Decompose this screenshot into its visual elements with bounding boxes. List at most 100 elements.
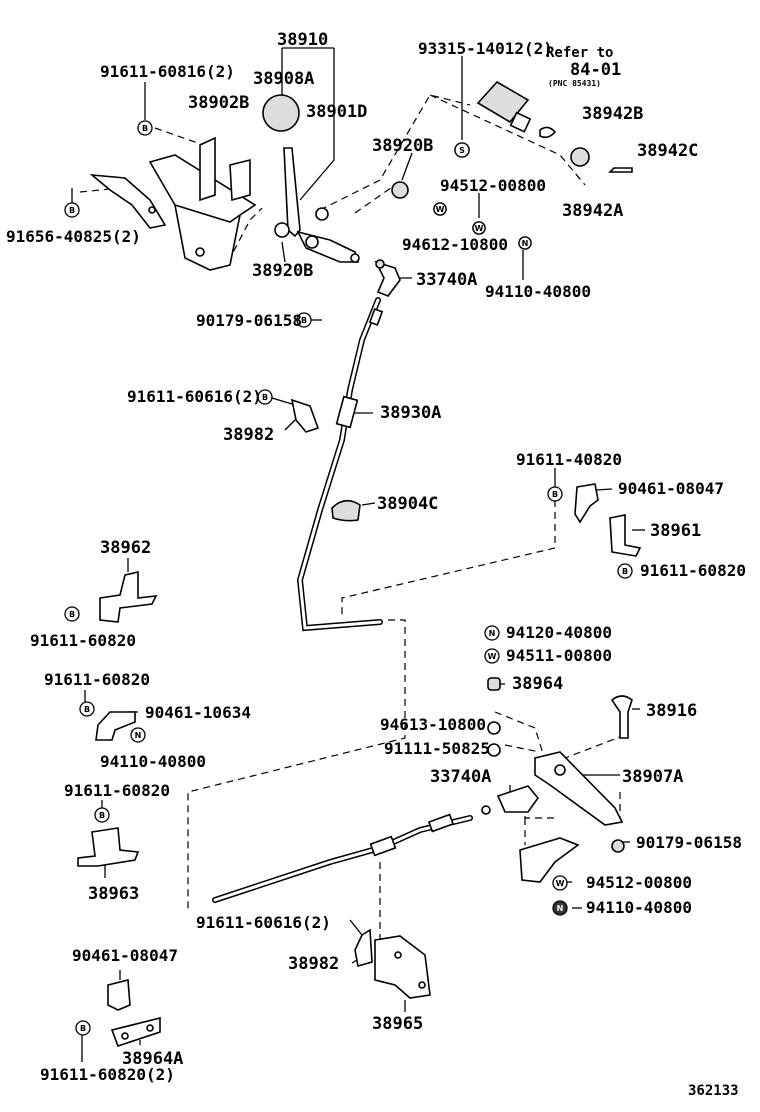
bracket-38907A (534, 751, 624, 826)
label-94512-upper: 94512-00800 (440, 176, 546, 195)
label-38965: 38965 (372, 1014, 423, 1034)
svg-text:W: W (488, 652, 497, 661)
cable-end-33740A-upper (374, 260, 401, 297)
clamp-38982-upper (290, 398, 320, 433)
clamp-38982-lower (354, 928, 373, 968)
mark-w-icon: W (484, 648, 500, 664)
svg-text:B: B (84, 705, 90, 714)
label-38961: 38961 (650, 521, 701, 541)
label-91111: 91111-50825 (384, 739, 490, 758)
label-94613: 94613-10800 (380, 715, 486, 734)
label-38908A: 38908A (253, 69, 314, 89)
bracket-38963 (77, 827, 140, 867)
label-90461-08047-lower: 90461-08047 (72, 946, 178, 965)
label-94512-lower: 94512-00800 (586, 873, 692, 892)
bracket-38962 (99, 570, 158, 623)
bushing-38964 (487, 677, 501, 691)
mark-b-icon: B (75, 1020, 91, 1036)
grommet-38904C (331, 499, 361, 522)
label-38942A: 38942A (562, 201, 623, 221)
cable-lower (212, 813, 473, 903)
mark-b-icon: B (547, 486, 563, 502)
shift-knob-38908A (262, 94, 300, 132)
svg-text:B: B (552, 490, 558, 499)
label-refer-page: 84-01 (570, 60, 621, 80)
label-91611-60820-right: 91611-60820 (640, 561, 746, 580)
switch-38942 (476, 80, 633, 173)
cable-end-33740A-lower (496, 785, 540, 813)
bracket-38964A (110, 1016, 161, 1048)
label-38942C: 38942C (637, 141, 698, 161)
label-38964A: 38964A (122, 1049, 183, 1069)
mark-w-icon: W (552, 875, 568, 891)
mark-b-icon: B (137, 120, 153, 136)
label-94110-lower: 94110-40800 (586, 898, 692, 917)
label-38916: 38916 (646, 701, 697, 721)
label-38962: 38962 (100, 538, 151, 558)
svg-text:N: N (522, 239, 529, 248)
mark-n-icon: N (484, 625, 500, 641)
label-94110-upper: 94110-40800 (485, 282, 591, 301)
svg-text:N: N (557, 904, 564, 913)
label-94612: 94612-10800 (402, 235, 508, 254)
bushing-38920B-lower (274, 222, 290, 238)
label-91611-60820-bottom: 91611-60820(2) (40, 1065, 175, 1084)
bracket-38965 (374, 935, 431, 999)
label-90179-lower: 90179-06158 (636, 833, 742, 852)
mark-b-icon: B (617, 563, 633, 579)
label-91611-60616-upper: 91611-60616(2) (127, 387, 262, 406)
mark-b-icon: B (64, 202, 80, 218)
label-38910: 38910 (277, 30, 328, 50)
label-38920B-upper: 38920B (372, 136, 433, 156)
label-pnc: (PNC 85431) (548, 79, 601, 88)
label-33740A-lower: 33740A (430, 767, 491, 787)
label-90179-upper: 90179-06158 (196, 311, 302, 330)
label-refer-to: Refer to (546, 45, 613, 61)
parts (77, 80, 642, 1048)
svg-text:W: W (475, 224, 484, 233)
mark-w-icon: W (472, 221, 486, 235)
mark-b-icon: B (64, 606, 80, 622)
part-labels: 38910 91611-60816(2) 38908A 38902B 38901… (6, 30, 746, 1099)
label-91611-40820: 91611-40820 (516, 450, 622, 469)
svg-text:B: B (99, 811, 105, 820)
label-91611-60820-left: 91611-60820 (30, 631, 136, 650)
label-38907A: 38907A (622, 767, 683, 787)
pin-38916 (610, 695, 633, 739)
label-33740A-upper: 33740A (416, 270, 477, 290)
svg-text:W: W (436, 205, 445, 214)
mark-b-icon: B (296, 312, 312, 328)
label-38920B-lower: 38920B (252, 261, 313, 281)
label-91611-60816: 91611-60816(2) (100, 62, 235, 81)
label-91611-60616-lower: 91611-60616(2) (196, 913, 331, 932)
mark-s-icon: S (454, 142, 470, 158)
label-90461-10634: 90461-10634 (145, 703, 251, 722)
figure-number: 362133 (688, 1083, 739, 1099)
bushing-38920B-upper (391, 181, 409, 199)
svg-text:B: B (80, 1024, 86, 1033)
label-91611-60820-38963: 91611-60820 (64, 781, 170, 800)
svg-text:B: B (301, 316, 307, 325)
bracket-38961 (609, 514, 642, 557)
label-91611-60820-mid: 91611-60820 (44, 670, 150, 689)
cable-38930A (296, 297, 384, 632)
label-91656: 91656-40825(2) (6, 227, 141, 246)
label-38930A: 38930A (380, 403, 441, 423)
label-94511: 94511-00800 (506, 646, 612, 665)
svg-text:B: B (69, 206, 75, 215)
svg-text:B: B (262, 393, 268, 402)
svg-text:N: N (135, 731, 142, 740)
label-38904C: 38904C (377, 494, 438, 514)
label-38902B: 38902B (188, 93, 249, 113)
label-93315: 93315-14012(2) (418, 39, 553, 58)
label-38901D: 38901D (306, 102, 367, 122)
mark-n-icon: N (130, 727, 146, 743)
clip-90461-lower (107, 978, 131, 1011)
label-94110-left: 94110-40800 (100, 752, 206, 771)
svg-text:B: B (142, 124, 148, 133)
mark-b-icon: B (257, 389, 273, 405)
mark-b-icon: B (79, 701, 95, 717)
label-38963: 38963 (88, 884, 139, 904)
label-38982-lower: 38982 (288, 954, 339, 974)
